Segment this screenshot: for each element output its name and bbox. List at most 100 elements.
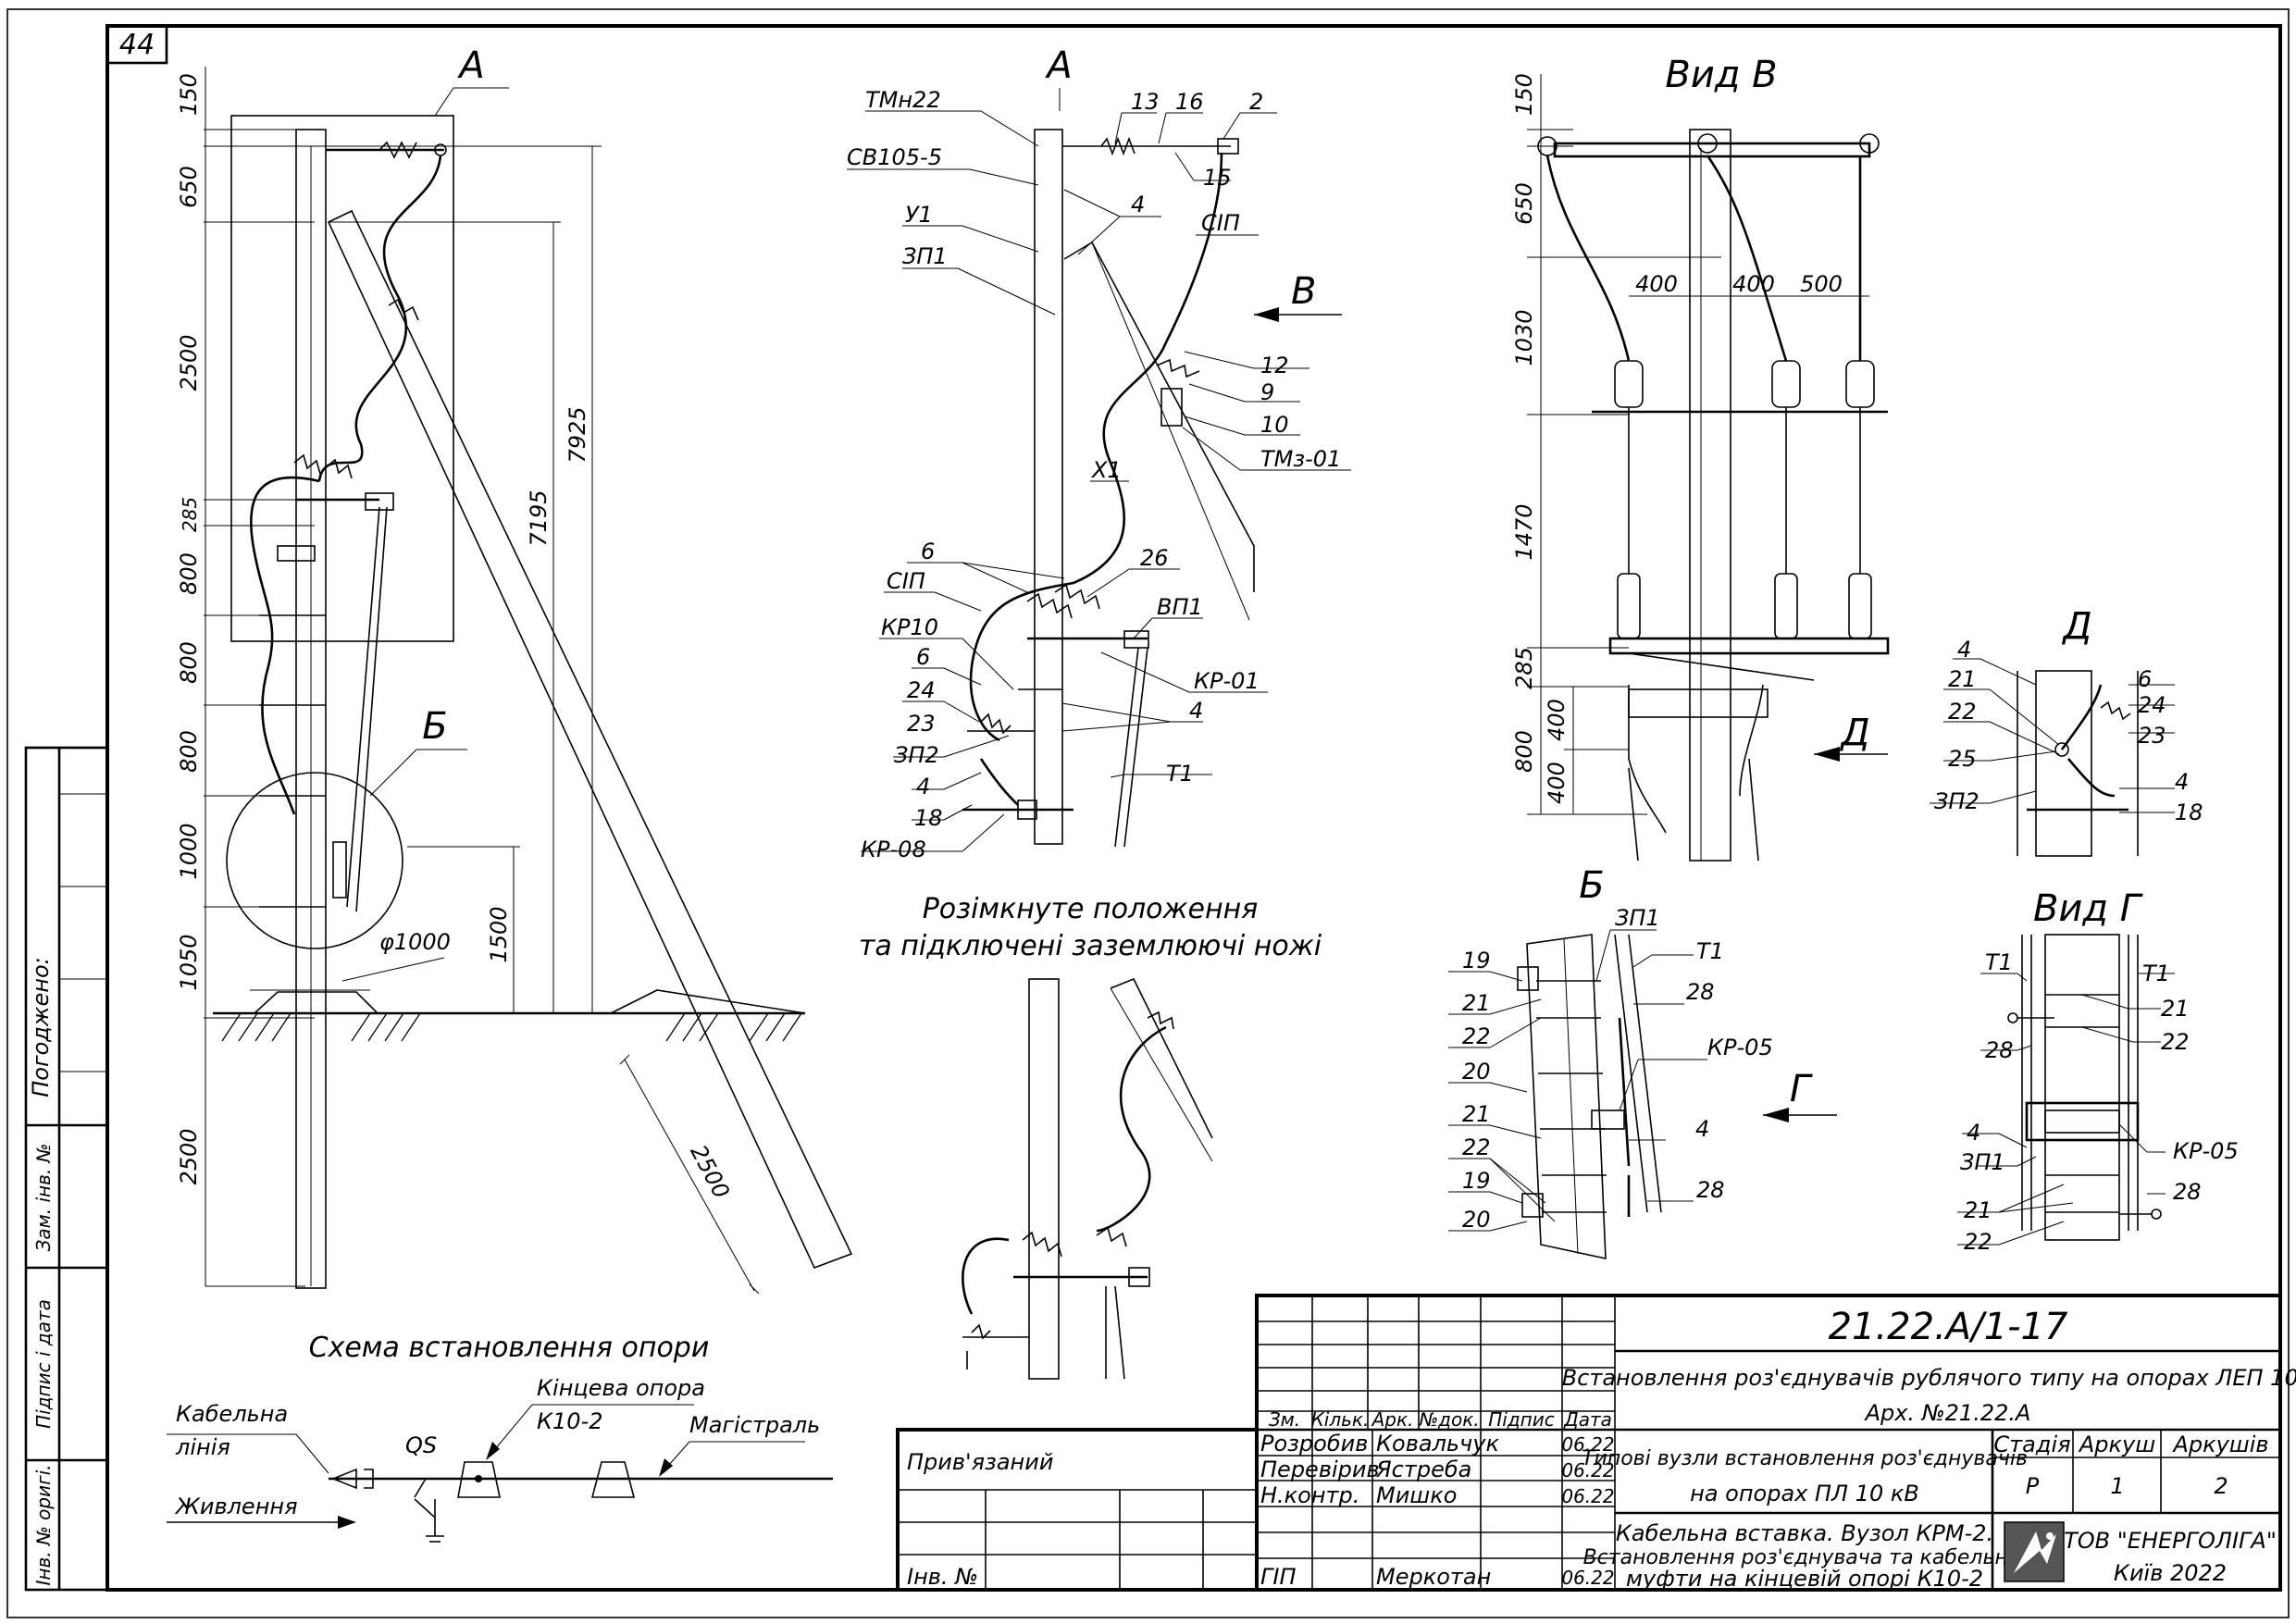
label-4b: 4 <box>1189 698 1203 724</box>
tb-city: Київ 2022 <box>2114 1560 2227 1586</box>
label-24: 24 <box>907 677 936 703</box>
tb-sheets-h: Аркушів <box>2171 1432 2268 1457</box>
tb-sheet-h: Аркуш <box>2078 1432 2155 1457</box>
label-15: 15 <box>1203 165 1232 191</box>
dim-1000: 1000 <box>176 823 202 879</box>
tb-h-date: Дата <box>1563 1408 1612 1431</box>
tb-date-0: 06.22 <box>1561 1433 1614 1456</box>
tb-code: 21.22.А/1-17 <box>1829 1306 2068 1348</box>
label-zp1: ЗП1 <box>902 243 948 269</box>
vv-dim-650: 650 <box>1511 182 1537 225</box>
d-label-22: 22 <box>1948 699 1977 725</box>
tb-h-kilk: Кільк. <box>1311 1408 1370 1431</box>
tb-name-3: Меркотан <box>1376 1564 1491 1590</box>
dim-2500: 2500 <box>176 334 202 391</box>
tb-h-zm: Зм. <box>1269 1408 1300 1431</box>
d-label-4b: 4 <box>2175 769 2189 795</box>
view-label-d: Д <box>2061 605 2091 648</box>
scheme-end-pole-1: Кінцева опора <box>537 1375 705 1401</box>
d-label-6: 6 <box>2138 666 2152 692</box>
tb-role-1: Перевірив <box>1260 1457 1380 1482</box>
b-label-22b: 22 <box>1462 1134 1491 1160</box>
b-arrow-g: Г <box>1790 1068 1813 1110</box>
label-vp1: ВП1 <box>1157 594 1203 620</box>
label-18: 18 <box>914 805 943 831</box>
d-label-24: 24 <box>2138 692 2166 718</box>
g-label-t1-right: Т1 <box>2142 961 2170 986</box>
b-label-4: 4 <box>1695 1116 1709 1142</box>
label-sv105: СВ105-5 <box>847 144 942 170</box>
dim-phi1000: φ1000 <box>379 929 451 955</box>
scheme-cable-line-1: Кабельна <box>176 1401 288 1427</box>
g-label-21a: 21 <box>2161 996 2190 1022</box>
tb-desc-3: муфти на кінцевій опорі К10-2 <box>1626 1566 1983 1592</box>
tb-name-0: Ковальчук <box>1376 1431 1499 1457</box>
view-g: Вид Г Т1 Т1 <box>1957 887 2239 1255</box>
vv-hdim-500: 500 <box>1800 271 1843 297</box>
dim-7195: 7195 <box>526 490 552 546</box>
label-sip-b: СІП <box>887 568 925 594</box>
label-tmn22: ТМн22 <box>865 87 941 113</box>
tb-name-2: Мишко <box>1376 1482 1457 1508</box>
label-u1: У1 <box>905 202 933 228</box>
b-label-kr05: КР-05 <box>1707 1035 1773 1060</box>
vv-dim-400b: 400 <box>1544 762 1570 804</box>
dim-7925: 7925 <box>565 406 590 463</box>
vv-dim-400a: 400 <box>1544 699 1570 741</box>
dim-1500: 1500 <box>486 906 512 962</box>
caption-open-1: Розімкнуте положення <box>923 893 1259 925</box>
dim-150: 150 <box>176 73 202 116</box>
agreed-label: Погоджено: <box>28 957 54 1097</box>
d-label-21: 21 <box>1948 666 1977 692</box>
d-label-25: 25 <box>1948 746 1977 772</box>
scheme-title: Схема встановлення опори <box>309 1332 710 1364</box>
g-label-22a: 22 <box>2161 1029 2190 1055</box>
tb-h-doc: №док. <box>1418 1408 1479 1431</box>
label-tmz01: ТМз-01 <box>1260 446 1341 472</box>
tb-role-0: Розробив <box>1260 1431 1368 1457</box>
d-label-zp2: ЗП2 <box>1934 788 1980 814</box>
label-23: 23 <box>907 711 936 737</box>
scheme-supply: Живлення <box>174 1494 298 1519</box>
detail-b: Б <box>1448 864 1837 1259</box>
sign-date-label: Підпис і дата <box>32 1299 55 1429</box>
label-kr08: КР-08 <box>861 837 926 862</box>
tb-sheets-v: 2 <box>2214 1473 2228 1499</box>
tb-stage-title-1: Типові вузли встановлення роз'єднувачів <box>1582 1447 2028 1470</box>
tb-archive: Арх. №21.22.А <box>1864 1400 2031 1426</box>
b-label-22a: 22 <box>1462 1023 1491 1049</box>
vv-dim-285: 285 <box>1511 647 1537 689</box>
view-label-vid-v: Вид В <box>1665 54 1777 96</box>
dim-2500-strut: 2500 <box>685 1141 734 1203</box>
tb-date-3: 06.22 <box>1561 1567 1614 1589</box>
view-label-a-center: A <box>1044 44 1072 87</box>
tb-inv-no: Інв. № <box>907 1564 978 1590</box>
left-margin-stamp: Погоджено: Зам. інв. № Підпис і дата Інв… <box>24 746 109 1592</box>
vv-dim-1030: 1030 <box>1511 309 1537 366</box>
label-kr10: КР10 <box>881 614 938 640</box>
label-kr01: КР-01 <box>1194 668 1260 694</box>
scheme-end-pole-2: К10-2 <box>537 1408 603 1434</box>
d-label-4: 4 <box>1957 637 1971 663</box>
tb-h-ark: Арк. <box>1371 1408 1414 1431</box>
dim-285: 285 <box>179 497 201 532</box>
scheme-main-line: Магістраль <box>689 1412 820 1438</box>
g-label-kr05: КР-05 <box>2173 1138 2239 1164</box>
dim-800a: 800 <box>176 552 202 595</box>
dim-1050: 1050 <box>176 934 202 990</box>
label-6a: 6 <box>921 539 935 564</box>
sheet-number: 44 <box>119 29 155 61</box>
label-x1: Х1 <box>1090 457 1122 483</box>
b-label-20a: 20 <box>1462 1059 1491 1085</box>
caption-open-2: та підключені заземлюючі ножі <box>859 930 1322 962</box>
d-label-18: 18 <box>2175 800 2203 825</box>
tb-role-3: ГІП <box>1260 1564 1297 1590</box>
g-label-4: 4 <box>1967 1120 1980 1146</box>
inv-replace-label: Зам. інв. № <box>32 1144 55 1252</box>
dim-2500-under: 2500 <box>176 1128 202 1184</box>
tb-h-sign: Підпис <box>1488 1408 1555 1431</box>
g-label-22b: 22 <box>1964 1229 1992 1255</box>
label-2: 2 <box>1249 89 1263 115</box>
b-label-28a: 28 <box>1686 979 1715 1005</box>
